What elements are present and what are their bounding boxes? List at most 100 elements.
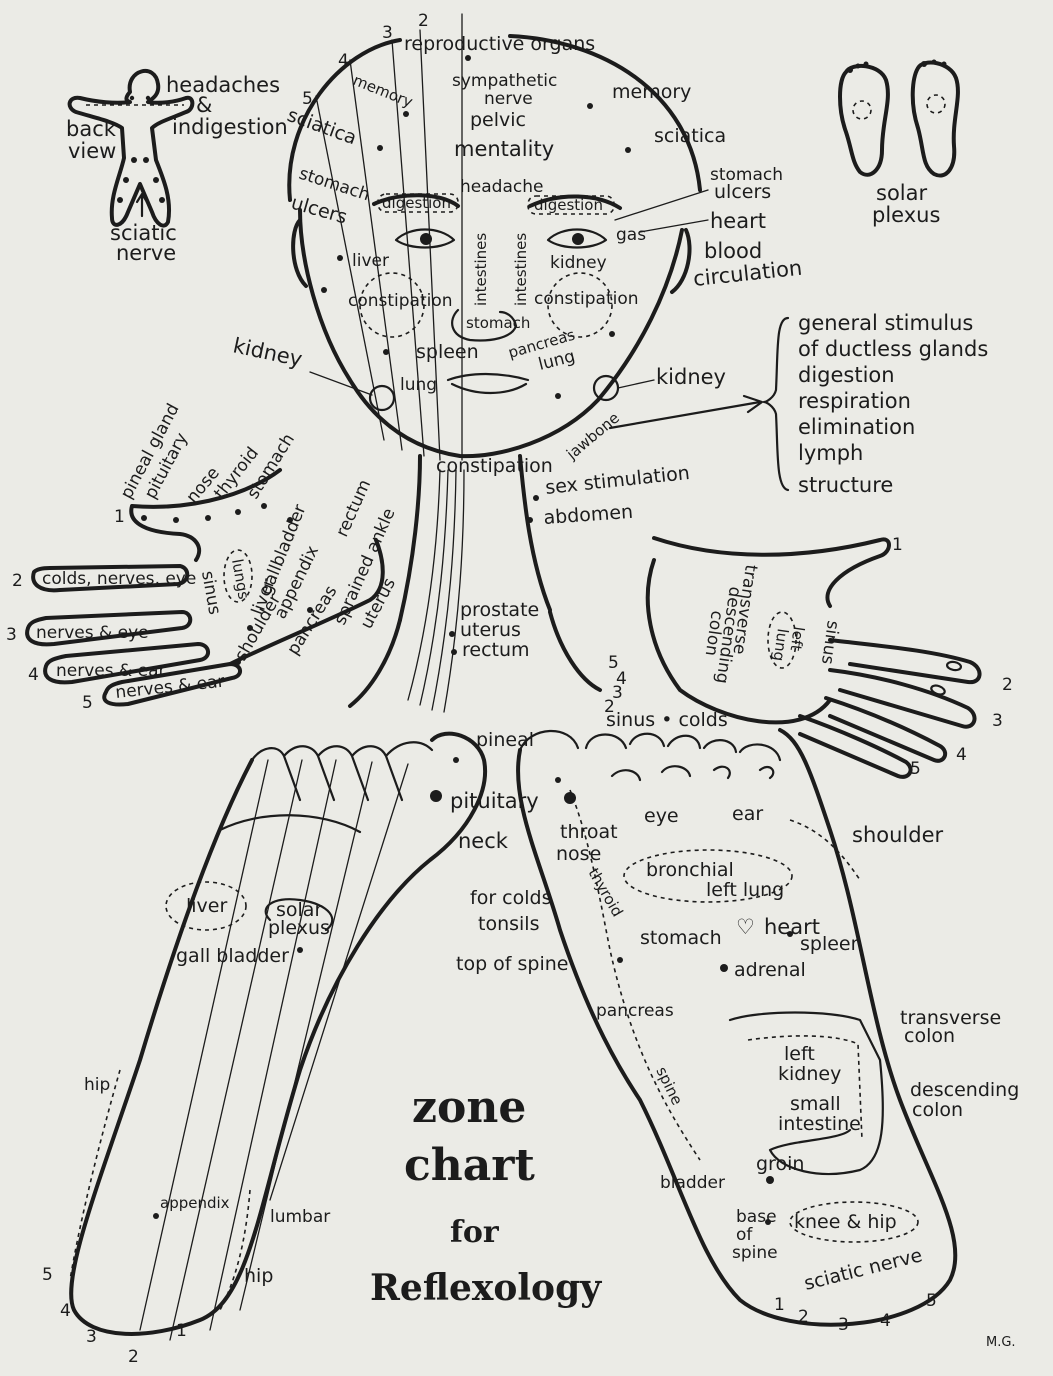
right-hand-label-lung: lung <box>769 627 791 662</box>
hand-zone-number: 2 <box>12 571 23 591</box>
right-foot-label-stomach: stomach <box>640 927 722 949</box>
toe-dot <box>921 61 927 67</box>
left-foot-ball-line <box>220 815 360 832</box>
label-liver: liver <box>352 251 389 271</box>
figure-label-ampersand: & <box>196 93 212 117</box>
right-foot-label-eye: eye <box>644 805 679 827</box>
right-foot: pineal sinus • colds eye ear throat nose… <box>456 709 1019 1335</box>
label-intestines-right: intestines <box>512 233 530 306</box>
figure-dot <box>130 96 134 100</box>
toe-dot <box>856 64 861 69</box>
left-foot-label-neck: neck <box>458 829 509 853</box>
left-foot-zone-number: 5 <box>42 1265 53 1285</box>
right-foot-label-descending: descending <box>910 1079 1019 1101</box>
toe-dot <box>847 67 853 73</box>
pointer-kidney-left <box>310 372 372 395</box>
face-dot <box>587 103 593 109</box>
hand-dot <box>173 517 179 523</box>
label-rectum: rectum <box>462 639 530 661</box>
kidney-point-left <box>370 386 394 410</box>
hand-dot <box>235 509 241 515</box>
lower-lip <box>452 384 526 393</box>
hand-label-rectum: rectum <box>332 477 375 540</box>
right-foot-label-pancreas: pancreas <box>596 1001 674 1021</box>
face-dot <box>451 649 457 655</box>
toe-dot <box>932 60 937 65</box>
pupil-right <box>572 233 584 245</box>
label-constipation-left: constipation <box>348 291 453 311</box>
label-pelvic: pelvic <box>470 109 526 131</box>
left-foot-label-liver: liver <box>186 895 227 917</box>
title-chart: chart <box>404 1140 535 1191</box>
face-dot <box>321 287 327 293</box>
zone-line <box>420 30 440 460</box>
left-foot-zone-line <box>170 760 302 1340</box>
jawbone-list-item: lymph <box>798 441 863 465</box>
jawbone-list: general stimulus of ductless glands dige… <box>764 311 988 497</box>
pointer-stomach-ulcers <box>615 190 708 220</box>
figure-label-view: view <box>68 139 116 163</box>
right-foot-label-pineal: pineal <box>476 729 534 751</box>
face-dot <box>527 517 533 523</box>
face-outline <box>300 210 682 456</box>
left-foot-zone-number: 4 <box>60 1301 71 1321</box>
hand-zone-number: 5 <box>82 693 93 713</box>
face-dot <box>533 495 539 501</box>
label-memory-right: memory <box>612 81 691 103</box>
label-headache: headache <box>460 177 543 197</box>
label-jawbone: jawbone <box>562 409 623 464</box>
left-foot-zone-number: 1 <box>176 1321 187 1341</box>
left-hand: pineal gland pituitary nose thyroid stom… <box>6 400 400 713</box>
left-foot-zone-line <box>140 760 268 1330</box>
right-foot-zone-number: 4 <box>880 1311 891 1331</box>
figure-dot <box>146 96 150 100</box>
face-dot <box>449 631 455 637</box>
right-foot-label-left: left <box>784 1043 815 1065</box>
right-foot-label-sciatic-nerve: sciatic nerve <box>802 1244 925 1295</box>
left-foot-label-pituitary: pituitary <box>450 789 539 813</box>
right-foot-label-colon-d: colon <box>912 1099 963 1121</box>
right-foot-label-knee-hip: knee & hip <box>794 1211 897 1233</box>
solar-plexus-feet: solar plexus <box>840 60 958 228</box>
label-reproductive-organs: reproductive organs <box>404 33 595 55</box>
right-foot-label-nose: nose <box>556 843 601 865</box>
right-foot-label-throat: throat <box>560 821 618 843</box>
solar-plexus-point-left <box>853 101 871 119</box>
label-uterus: uterus <box>460 619 521 641</box>
jawbone-list-item: digestion <box>798 363 895 387</box>
right-foot-label-spine: spine <box>652 1064 686 1108</box>
right-foot-label-of: of <box>736 1225 753 1245</box>
figure-dot <box>123 177 129 183</box>
foot-dot <box>617 957 623 963</box>
left-foot-toes <box>252 742 432 800</box>
hand-zone-number: 4 <box>28 665 39 685</box>
foot-dot <box>766 1176 774 1184</box>
hand-label-lungs: lungs <box>228 558 253 601</box>
hand-zone-number: 3 <box>6 625 17 645</box>
left-foot-zone-line <box>270 764 408 1200</box>
upper-lip <box>448 374 528 380</box>
head-outline-right <box>510 36 700 190</box>
right-thumb-outline <box>654 538 889 606</box>
label-nerve: nerve <box>484 89 533 109</box>
label-constipation-right: constipation <box>534 289 639 309</box>
artist-signature: M.G. <box>986 1335 1016 1350</box>
solar-plexus-point-right <box>927 95 945 113</box>
right-foot-zone-number: 5 <box>926 1291 937 1311</box>
shoulder-left <box>350 620 400 706</box>
hand-dot <box>205 515 211 521</box>
label-abdomen: abdomen <box>543 501 634 529</box>
foot-dot <box>453 757 459 763</box>
jawbone-list-item: general stimulus <box>798 311 973 335</box>
right-foot-label-kidney: kidney <box>778 1063 841 1085</box>
jawbone-list-item: elimination <box>798 415 915 439</box>
figure-dot <box>117 197 123 203</box>
chart-title: zone chart for Reflexology <box>370 1082 602 1309</box>
label-kidney-left: kidney <box>231 333 304 371</box>
label-prostate: prostate <box>460 599 539 621</box>
right-foot-label-ear: ear <box>732 803 763 825</box>
left-foot-label-plexus: plexus <box>268 917 330 939</box>
figure-label-headaches: headaches <box>166 73 280 97</box>
figure-dot <box>159 197 165 203</box>
left-foot-label-appendix: appendix <box>160 1194 230 1212</box>
